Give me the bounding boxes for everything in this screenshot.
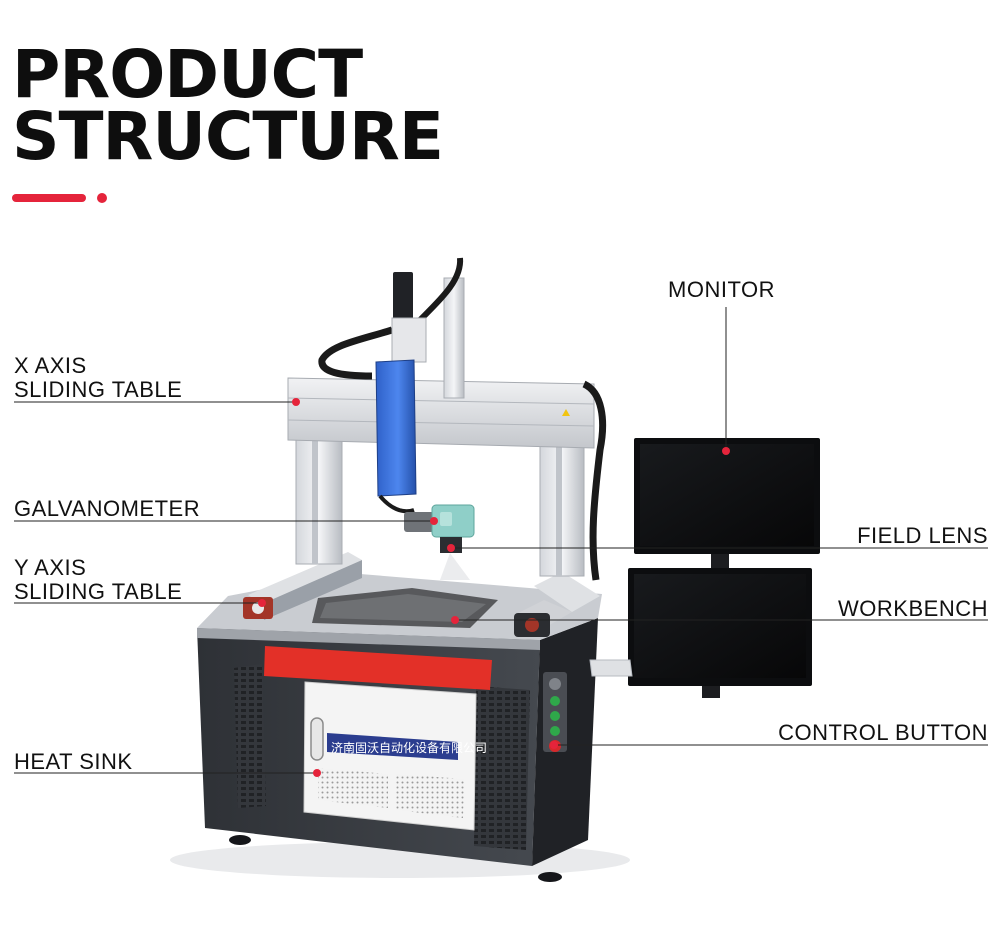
title-line-1: PRODUCT — [12, 36, 363, 113]
pointer-dot-y-axis — [258, 599, 266, 607]
label-control-button: CONTROL BUTTON — [778, 720, 988, 745]
laser-source-cylinder — [393, 272, 413, 326]
label-y-axis-line1: Y AXIS — [14, 555, 87, 580]
label-x-axis-sliding-table: X AXIS SLIDING TABLE — [14, 354, 182, 402]
laser-head-body — [375, 359, 417, 497]
monitor-bottom — [628, 568, 812, 698]
pointer-dot-workbench — [451, 616, 459, 624]
control-panel — [543, 672, 567, 752]
pointer-dot-galvanometer — [430, 517, 438, 525]
monitor-arm — [589, 659, 633, 677]
cable — [378, 494, 415, 514]
label-x-axis-line1: X AXIS — [14, 353, 87, 378]
head-mount — [391, 317, 427, 363]
label-y-axis-line2: SLIDING TABLE — [14, 579, 183, 604]
nameplate — [327, 733, 458, 760]
gantry-column-left — [295, 433, 343, 565]
monitor-top — [634, 438, 820, 572]
label-x-axis-line2: SLIDING TABLE — [14, 377, 183, 402]
pointer-dot-control-button — [550, 741, 558, 749]
title-accent-dot — [97, 193, 107, 203]
x-axis-beam — [287, 377, 595, 449]
title-accent-bar — [12, 194, 86, 202]
red-front-strip — [264, 646, 492, 690]
nameplate-text: 济南固沃自动化设备有限公司 — [331, 740, 487, 755]
pointer-dot-field-lens — [447, 544, 455, 552]
cable — [417, 257, 464, 323]
heat-sink-panel: 济南固沃自动化设备有限公司 — [303, 681, 487, 831]
label-field-lens: FIELD LENS — [857, 523, 988, 548]
pointer-dots — [258, 398, 730, 777]
leader-lines — [14, 307, 988, 774]
foot — [229, 835, 251, 845]
label-heat-sink: HEAT SINK — [14, 749, 133, 774]
cable — [318, 326, 394, 380]
title-line-2: STRUCTURE — [12, 98, 444, 175]
pointer-dot-x-axis — [292, 398, 300, 406]
pointer-dot-heat-sink — [313, 769, 321, 777]
label-y-axis-sliding-table: Y AXIS SLIDING TABLE — [14, 556, 182, 604]
label-workbench: WORKBENCH — [838, 596, 988, 621]
label-galvanometer: GALVANOMETER — [14, 496, 201, 521]
lens-cone — [440, 553, 470, 580]
gantry-column-right — [539, 445, 585, 577]
foot — [538, 872, 562, 882]
label-monitor: MONITOR — [668, 277, 775, 302]
pointer-dot-monitor — [722, 447, 730, 455]
